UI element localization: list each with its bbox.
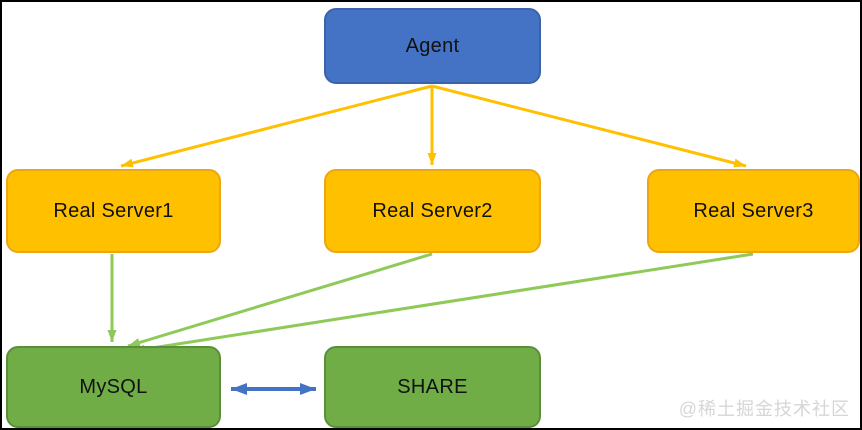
edge-real-server2-to-mysql	[127, 252, 433, 348]
edge-real-server3-to-mysql	[132, 252, 754, 354]
node-real-server2: Real Server2	[324, 169, 541, 253]
node-share-label: SHARE	[397, 375, 468, 398]
node-agent: Agent	[324, 8, 541, 84]
watermark-text: @稀土掘金技术社区	[678, 399, 850, 419]
node-mysql-label: MySQL	[79, 375, 148, 398]
edge-agent-to-real-server1	[120, 84, 433, 168]
node-real-server1: Real Server1	[6, 169, 221, 253]
node-mysql: MySQL	[6, 346, 221, 428]
node-real-server3: Real Server3	[647, 169, 860, 253]
node-real-server1-label: Real Server1	[53, 199, 174, 222]
node-agent-label: Agent	[405, 34, 460, 57]
edge-agent-to-real-server3	[431, 84, 747, 168]
node-real-server2-label: Real Server2	[372, 199, 493, 222]
node-share: SHARE	[324, 346, 541, 428]
node-real-server3-label: Real Server3	[693, 199, 814, 222]
